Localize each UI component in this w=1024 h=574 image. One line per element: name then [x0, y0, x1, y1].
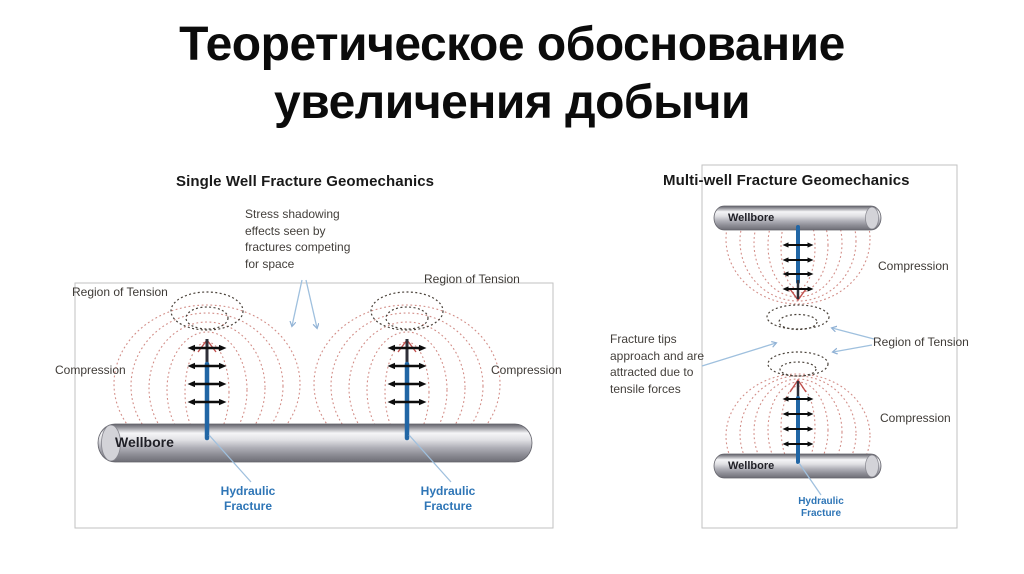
region-of-tension-arrow — [833, 344, 873, 352]
compression-contour — [313, 304, 501, 460]
stress-shadow-arrow — [305, 279, 317, 328]
region-of-tension-label-left: Region of Tension — [72, 285, 168, 299]
tension-ellipse — [185, 306, 229, 330]
slide-title: Теоретическое обоснование увеличения доб… — [179, 18, 845, 129]
hydraulic-fracture-label-1: Hydraulic Fracture — [220, 484, 276, 513]
hydraulic-leader-line — [208, 434, 252, 483]
single-well-diagram — [74, 279, 554, 529]
hydraulic-fracture-label-right: Hydraulic Fracture — [798, 496, 844, 519]
single-well-diagram-title: Single Well Fracture Geomechanics — [176, 173, 435, 190]
hydraulic-leader-line — [798, 462, 822, 496]
region-of-tension-label: Region of Tension — [873, 335, 969, 349]
tension-ellipse — [766, 304, 830, 330]
fracture-tip-v — [789, 288, 807, 302]
stress-arrows-left — [187, 344, 427, 406]
multi-well-diagram-title: Multi-well Fracture Geomechanics — [663, 172, 910, 189]
region-of-tension-label-right: Region of Tension — [424, 272, 520, 286]
compression-contour — [130, 312, 284, 460]
tension-ellipse — [385, 306, 429, 330]
leader-lines-right — [701, 328, 875, 496]
compression-contour — [780, 220, 816, 290]
compression-contour — [366, 331, 448, 449]
multi-well-frame — [701, 164, 958, 529]
compression-contour — [166, 331, 248, 449]
wellbore-label-left: Wellbore — [115, 434, 174, 450]
single-well-frame — [74, 282, 554, 529]
compression-contour — [113, 304, 301, 460]
wellbore-label-bottom: Wellbore — [728, 460, 775, 472]
compression-contour — [739, 375, 857, 466]
leader-lines-left — [208, 279, 452, 483]
wellbore-label-top: Wellbore — [728, 212, 775, 224]
tension-ellipse — [778, 313, 818, 331]
stress-shadow-arrow — [292, 279, 303, 326]
wellbore-end-cap — [865, 206, 879, 230]
multi-well-diagram — [701, 164, 958, 529]
fracture-tips-note: Fracture tips approach and are attracted… — [610, 332, 705, 396]
tension-ellipse — [170, 291, 244, 331]
hydraulic-leader-line — [408, 434, 452, 483]
wellbore-cylinder-top — [713, 205, 882, 231]
hydraulic-fracture-label-2: Hydraulic Fracture — [420, 484, 476, 513]
wellbore-cylinder-bottom — [713, 453, 882, 479]
compression-label-right: Compression — [491, 363, 562, 377]
compression-contour — [753, 378, 843, 466]
compression-label-left: Compression — [55, 363, 126, 377]
wellbore-end-cap — [101, 424, 121, 462]
wellbore-end-cap — [865, 454, 879, 478]
tension-ellipses-right — [766, 304, 830, 377]
fracture-tips-arrow — [701, 343, 776, 367]
tension-ellipses-left — [170, 291, 444, 331]
compression-contour — [753, 220, 843, 298]
compression-contour — [725, 373, 871, 466]
stress-shadowing-note: Stress shadowing effects seen by fractur… — [245, 207, 351, 271]
region-of-tension-arrow — [832, 328, 875, 340]
compression-label-top: Compression — [878, 259, 949, 273]
fracture-tip-v — [789, 378, 807, 393]
compression-label-bottom: Compression — [880, 411, 951, 425]
tension-ellipse — [767, 351, 829, 377]
compression-contour — [725, 220, 871, 305]
compression-contour — [780, 385, 816, 466]
tension-ellipse — [370, 291, 444, 331]
compression-contour — [330, 312, 484, 460]
stress-arrows-right — [782, 242, 814, 447]
tension-ellipse — [779, 361, 817, 377]
